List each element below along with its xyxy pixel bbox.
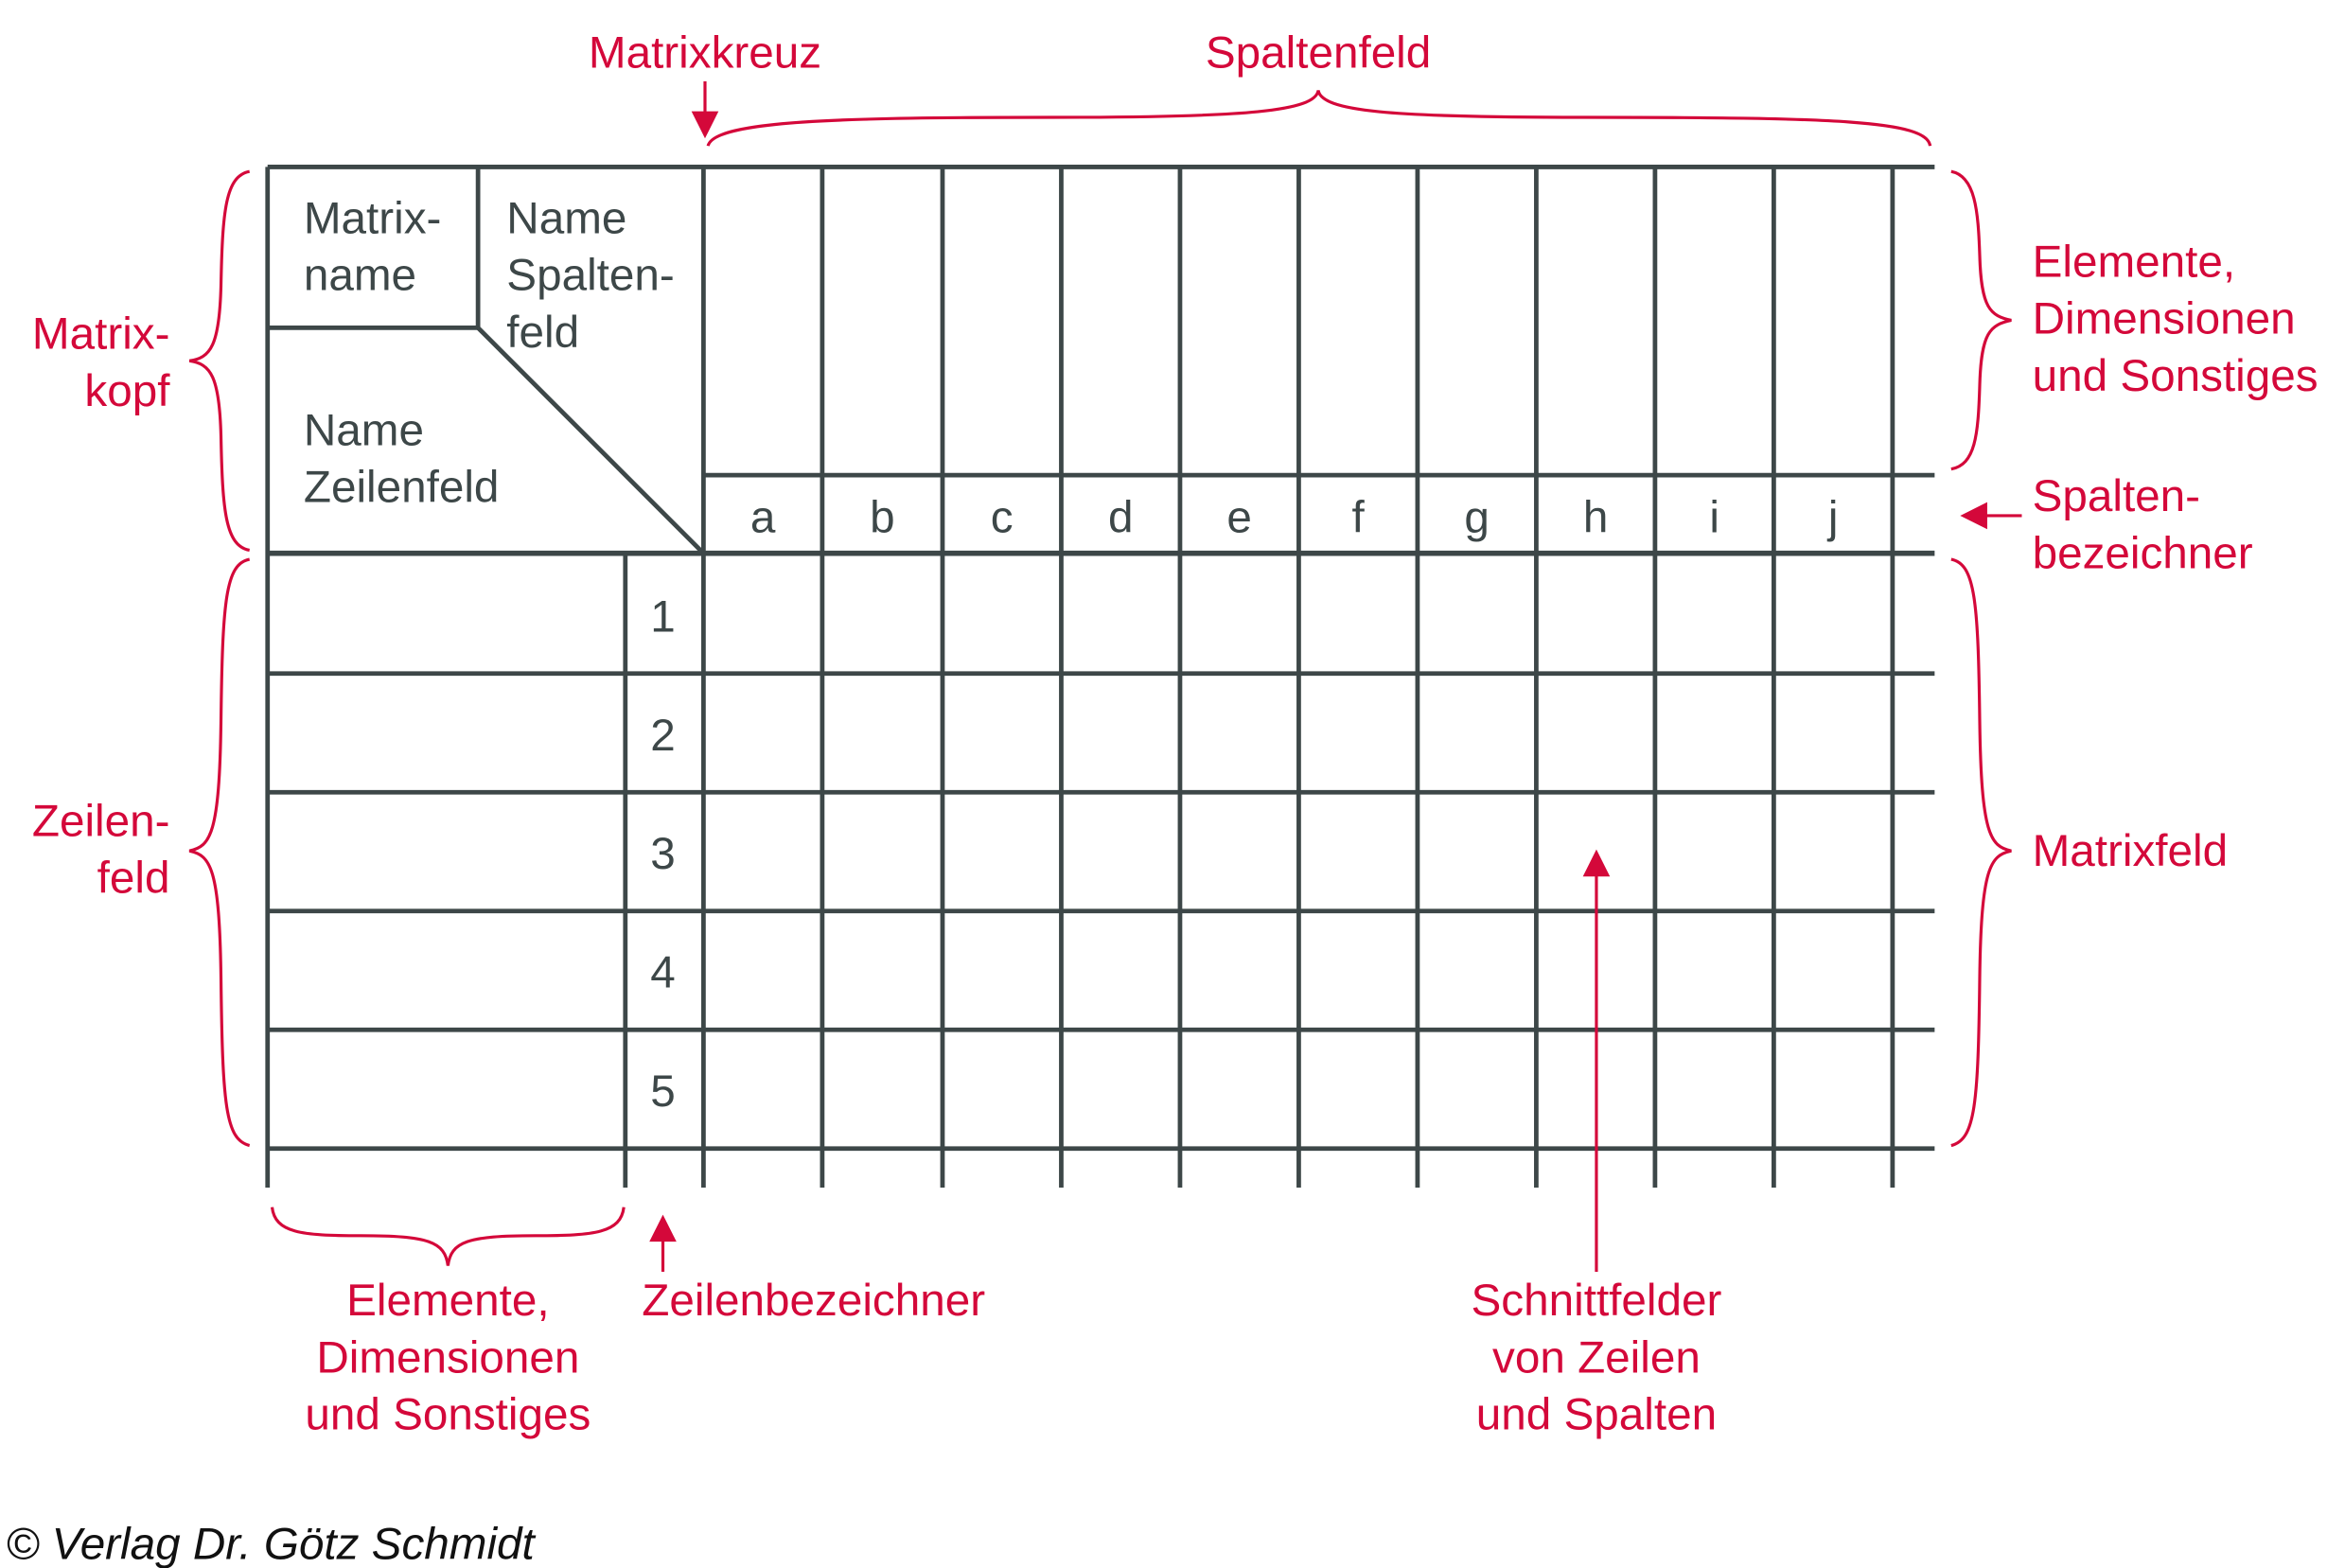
column-field-name-line2: Spalten- bbox=[506, 251, 674, 301]
column-label: f bbox=[1352, 492, 1366, 542]
label-zeilenfeld-1: Zeilen- bbox=[32, 796, 170, 846]
row-label: 5 bbox=[650, 1066, 676, 1117]
label-matrixkreuz: Matrixkreuz bbox=[589, 28, 821, 79]
label-spaltenbezeichner-2: bezeichner bbox=[2033, 529, 2253, 579]
column-label: d bbox=[1108, 492, 1134, 542]
label-spaltenfeld: Spaltenfeld bbox=[1206, 28, 1431, 79]
brace-spaltenfeld bbox=[706, 89, 1932, 147]
column-field-name-line1: Name bbox=[506, 193, 626, 243]
row-label: 4 bbox=[650, 948, 676, 998]
label-matrixfeld: Matrixfeld bbox=[2033, 826, 2229, 876]
matrix-grid bbox=[265, 165, 1935, 1189]
header-diagonal bbox=[476, 326, 706, 555]
brace-matrixfeld bbox=[1950, 557, 2012, 1148]
label-spaltenbezeichner-1: Spalten- bbox=[2033, 471, 2200, 521]
row-field-name-line1: Name bbox=[304, 405, 424, 455]
column-label: c bbox=[991, 492, 1014, 542]
label-row-elements-1: Elemente, bbox=[346, 1276, 550, 1326]
row-label: 1 bbox=[650, 591, 676, 642]
label-schnittfelder-1: Schnittfelder bbox=[1472, 1276, 1722, 1326]
label-zeilenbezeichner: Zeilenbezeichner bbox=[642, 1276, 985, 1326]
label-matrixkopf-1: Matrix- bbox=[32, 309, 170, 360]
matrix-name-line1: Matrix- bbox=[304, 193, 442, 243]
copyright: © Verlag Dr. Götz Schmidt bbox=[6, 1519, 536, 1568]
label-row-elements-2: Dimensionen bbox=[316, 1332, 579, 1383]
label-schnittfelder-2: von Zeilen bbox=[1492, 1332, 1701, 1383]
column-field-name-line3: feld bbox=[506, 308, 579, 358]
label-matrixkopf-2: kopf bbox=[84, 366, 170, 416]
brace-matrixkopf bbox=[188, 169, 251, 553]
column-label: j bbox=[1826, 492, 1839, 542]
brace-row-elements bbox=[270, 1207, 626, 1266]
arrow-left-icon bbox=[1960, 502, 1987, 530]
label-row-elements-3: und Sonstiges bbox=[305, 1390, 591, 1440]
column-label: i bbox=[1709, 492, 1719, 542]
label-schnittfelder-3: und Spalten bbox=[1476, 1390, 1717, 1440]
matrix-name-line2: name bbox=[304, 251, 416, 301]
column-label: h bbox=[1583, 492, 1609, 542]
brace-zeilenfeld bbox=[188, 557, 251, 1148]
arrow-up-icon bbox=[649, 1214, 677, 1242]
row-label: 2 bbox=[650, 711, 676, 761]
column-label: g bbox=[1464, 492, 1489, 542]
brace-col-elements bbox=[1950, 169, 2012, 471]
row-field-name-line2: Zeilenfeld bbox=[304, 463, 500, 513]
header-texts: Matrix- name Name Spalten- feld Name Zei… bbox=[304, 193, 675, 512]
column-label: e bbox=[1226, 492, 1251, 542]
label-col-elements-3: und Sonstiges bbox=[2033, 351, 2319, 401]
arrow-down-icon bbox=[691, 111, 719, 139]
label-col-elements-2: Dimensionen bbox=[2033, 294, 2296, 344]
label-zeilenfeld-2: feld bbox=[97, 854, 170, 904]
column-label: a bbox=[750, 492, 776, 542]
column-label: b bbox=[870, 492, 894, 542]
row-label: 3 bbox=[650, 829, 676, 879]
label-col-elements-1: Elemente, bbox=[2033, 237, 2236, 287]
arrow-up-icon bbox=[1582, 849, 1611, 877]
